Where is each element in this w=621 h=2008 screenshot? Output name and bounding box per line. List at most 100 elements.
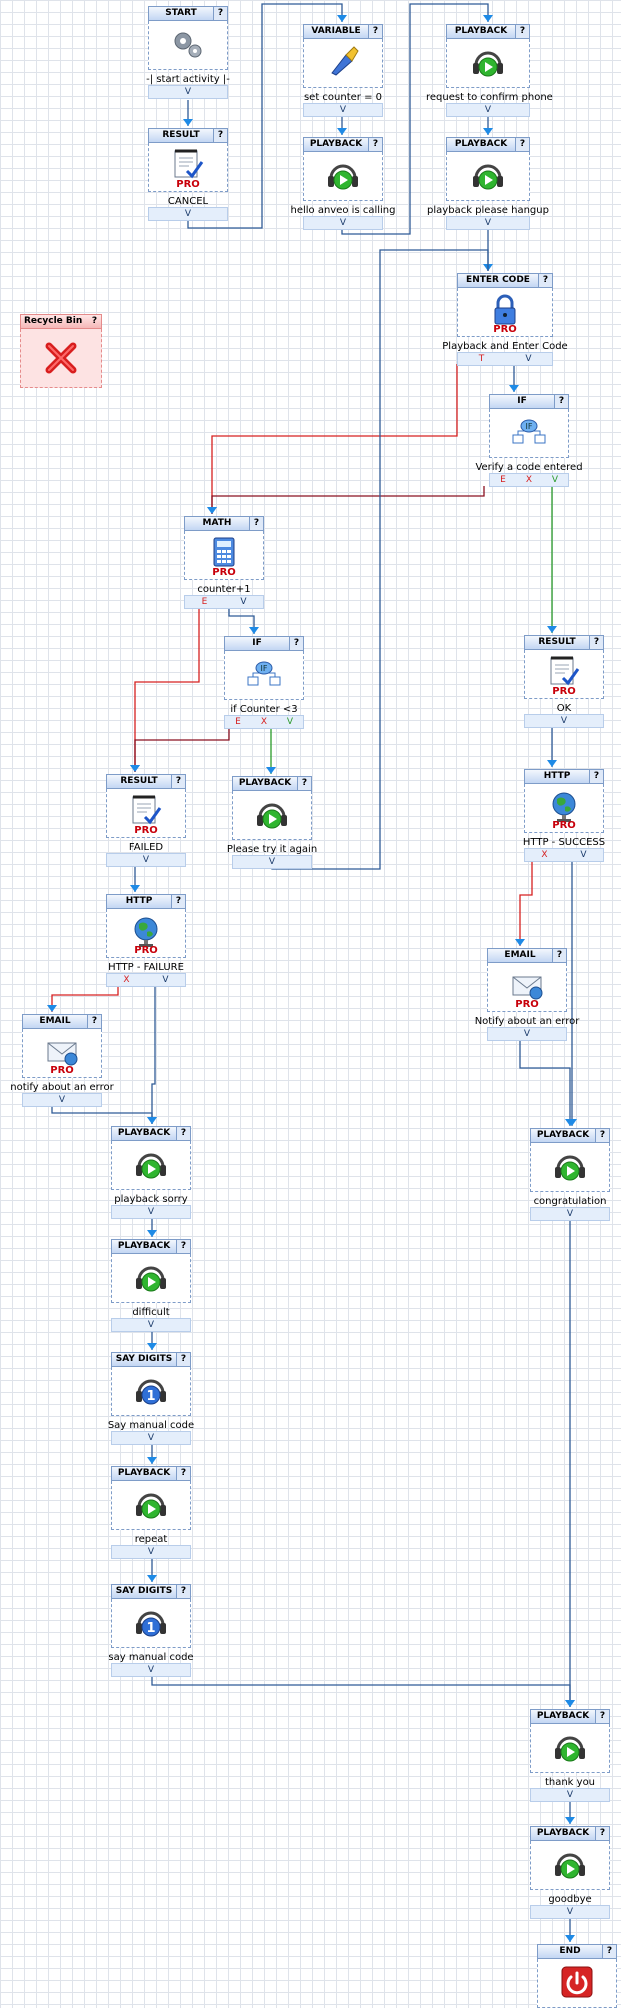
port-v[interactable]: V [551, 475, 559, 485]
node-body[interactable]: IF [224, 651, 304, 700]
node-body[interactable] [530, 1143, 610, 1192]
node-body[interactable]: PRO [457, 288, 553, 337]
node-header[interactable]: VARIABLE? [303, 24, 383, 39]
help-button[interactable]: ? [368, 25, 382, 38]
node-body[interactable]: 1 [111, 1599, 191, 1648]
help-button[interactable]: ? [368, 138, 382, 151]
port-v[interactable]: V [162, 975, 169, 985]
node-body[interactable]: PRO [524, 784, 604, 833]
node-body[interactable]: IF [489, 409, 569, 458]
node-header[interactable]: SAY DIGITS? [111, 1352, 191, 1367]
node-header[interactable]: PLAYBACK? [446, 24, 530, 39]
node-header[interactable]: ENTER CODE? [457, 273, 553, 288]
port-v[interactable]: V [523, 1029, 531, 1039]
port-v[interactable]: V [566, 1907, 574, 1917]
port-v[interactable]: V [147, 1665, 155, 1675]
port-v[interactable]: V [58, 1095, 66, 1105]
help-button[interactable]: ? [297, 777, 311, 790]
port-v[interactable]: V [566, 1209, 574, 1219]
recycle-bin[interactable]: Recycle Bin ? [20, 314, 102, 388]
node-header[interactable]: RESULT? [148, 128, 228, 143]
help-button[interactable]: ? [602, 1945, 616, 1958]
help-button[interactable]: ? [552, 949, 566, 962]
help-button[interactable]: ? [87, 1015, 101, 1028]
node-body[interactable] [530, 1724, 610, 1773]
node-body[interactable] [303, 152, 383, 201]
help-button[interactable]: ? [176, 1585, 190, 1598]
node-body[interactable] [537, 1959, 617, 2008]
port-x[interactable]: X [123, 975, 130, 985]
node-header[interactable]: PLAYBACK? [232, 776, 312, 791]
node-header[interactable]: PLAYBACK? [111, 1239, 191, 1254]
node-body[interactable] [111, 1141, 191, 1190]
port-v[interactable]: V [566, 1790, 574, 1800]
node-body[interactable]: PRO [106, 789, 186, 838]
help-button[interactable]: ? [213, 129, 227, 142]
help-button[interactable]: ? [595, 1827, 609, 1840]
node-header[interactable]: PLAYBACK? [530, 1709, 610, 1724]
help-button[interactable]: ? [515, 138, 529, 151]
node-header[interactable]: PLAYBACK? [530, 1128, 610, 1143]
port-x[interactable]: X [525, 475, 533, 485]
help-button[interactable]: ? [589, 636, 603, 649]
node-header[interactable]: HTTP? [106, 894, 186, 909]
node-body[interactable]: PRO [148, 143, 228, 192]
port-x[interactable]: X [541, 850, 548, 860]
node-body[interactable] [111, 1254, 191, 1303]
help-button[interactable]: ? [595, 1129, 609, 1142]
node-header[interactable]: START? [148, 6, 228, 21]
port-e[interactable]: E [235, 717, 241, 727]
node-header[interactable]: MATH? [184, 516, 264, 531]
port-v[interactable]: V [268, 857, 276, 867]
node-header[interactable]: HTTP? [524, 769, 604, 784]
node-body[interactable]: PRO [106, 909, 186, 958]
node-body[interactable] [111, 1481, 191, 1530]
port-v[interactable]: V [580, 850, 587, 860]
node-header[interactable]: SAY DIGITS? [111, 1584, 191, 1599]
port-t[interactable]: T [478, 354, 485, 364]
help-button[interactable]: ? [171, 775, 185, 788]
node-start[interactable]: START?-| start activity |-V [146, 6, 230, 99]
node-header[interactable]: PLAYBACK? [303, 137, 383, 152]
port-v[interactable]: V [147, 1320, 155, 1330]
port-v[interactable]: V [142, 855, 150, 865]
help-button[interactable]: ? [589, 770, 603, 783]
node-body[interactable] [446, 39, 530, 88]
port-v[interactable]: V [484, 218, 492, 228]
port-e[interactable]: E [201, 597, 208, 607]
node-header[interactable]: PLAYBACK? [446, 137, 530, 152]
port-x[interactable]: X [260, 717, 268, 727]
help-button[interactable]: ? [176, 1467, 190, 1480]
node-header[interactable]: IF? [489, 394, 569, 409]
help-button[interactable]: ? [515, 25, 529, 38]
help-button[interactable]: ? [249, 517, 263, 530]
node-body[interactable] [303, 39, 383, 88]
node-body[interactable]: PRO [22, 1029, 102, 1078]
port-e[interactable]: E [500, 475, 506, 485]
port-v[interactable]: V [286, 717, 294, 727]
port-v[interactable]: V [184, 87, 192, 97]
help-button[interactable]: ? [595, 1710, 609, 1723]
port-v[interactable]: V [184, 209, 192, 219]
node-header[interactable]: PLAYBACK? [111, 1466, 191, 1481]
port-v[interactable]: V [339, 105, 347, 115]
node-header[interactable]: PLAYBACK? [111, 1126, 191, 1141]
recycle-bin-help-button[interactable]: ? [91, 316, 98, 326]
port-v[interactable]: V [339, 218, 347, 228]
port-v[interactable]: V [147, 1547, 155, 1557]
